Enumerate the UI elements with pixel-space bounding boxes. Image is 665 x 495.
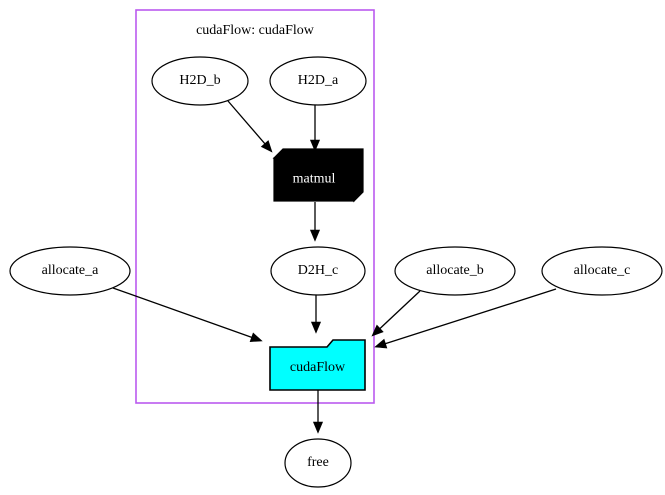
node-label-cudaFlow: cudaFlow	[290, 360, 346, 375]
edge-line	[227, 100, 267, 146]
edge-D2H_c-to-cudaFlow	[310, 295, 322, 334]
node-shape-folder[interactable]	[269, 339, 366, 391]
edge-H2D_a-to-matmul	[309, 105, 321, 152]
edge-allocate_b-to-cudaFlow	[371, 290, 421, 337]
node-label-matmul: matmul	[293, 172, 336, 187]
node-free[interactable]: free	[284, 438, 352, 488]
node-shape-ellipse[interactable]	[151, 56, 249, 106]
edge-cudaFlow-to-free	[312, 390, 324, 434]
edge-allocate_c-to-cudaFlow	[374, 288, 557, 349]
edge-arrowhead	[374, 338, 388, 349]
node-shape-ellipse[interactable]	[541, 246, 663, 296]
edge-arrowhead	[260, 140, 273, 153]
edge-layer	[112, 100, 557, 434]
edge-arrowhead	[309, 139, 321, 152]
node-matmul[interactable]: matmul	[272, 148, 364, 203]
node-cudaFlow[interactable]: cudaFlow	[269, 339, 366, 391]
node-shape-box3d-face[interactable]	[273, 157, 355, 202]
edge-arrowhead	[312, 421, 324, 434]
node-label-allocate_b: allocate_b	[426, 263, 484, 278]
edge-matmul-to-D2H_c	[309, 202, 321, 242]
edge-line	[378, 290, 421, 331]
edge-arrowhead	[309, 229, 321, 242]
edge-H2D_b-to-matmul	[227, 100, 273, 153]
node-shape-ellipse[interactable]	[394, 246, 516, 296]
node-label-H2D_a: H2D_a	[298, 73, 339, 88]
edge-arrowhead	[310, 321, 322, 334]
node-H2D_a[interactable]: H2D_a	[269, 56, 367, 106]
node-label-D2H_c: D2H_c	[298, 263, 338, 278]
node-label-allocate_c: allocate_c	[574, 263, 631, 278]
node-H2D_b[interactable]: H2D_b	[151, 56, 249, 106]
node-shape-ellipse[interactable]	[269, 56, 367, 106]
edge-arrowhead	[371, 324, 384, 337]
node-D2H_c[interactable]: D2H_c	[270, 246, 366, 296]
cluster-border-cudaflow	[135, 9, 375, 404]
edge-line	[383, 288, 557, 345]
node-allocate_c[interactable]: allocate_c	[541, 246, 663, 296]
edge-line	[112, 287, 254, 339]
node-label-free: free	[307, 455, 329, 470]
edge-arrowhead	[249, 332, 263, 342]
node-label-H2D_b: H2D_b	[179, 73, 220, 88]
node-allocate_a[interactable]: allocate_a	[9, 246, 131, 296]
node-label-allocate_a: allocate_a	[42, 263, 100, 278]
node-allocate_b[interactable]: allocate_b	[394, 246, 516, 296]
node-shape-ellipse[interactable]	[270, 246, 366, 296]
cluster-layer: cudaFlow: cudaFlow	[135, 9, 375, 404]
edge-allocate_a-to-cudaFlow	[112, 287, 263, 342]
node-shape-ellipse[interactable]	[9, 246, 131, 296]
node-shape-ellipse[interactable]	[284, 438, 352, 488]
cluster-title: cudaFlow: cudaFlow	[196, 23, 315, 38]
